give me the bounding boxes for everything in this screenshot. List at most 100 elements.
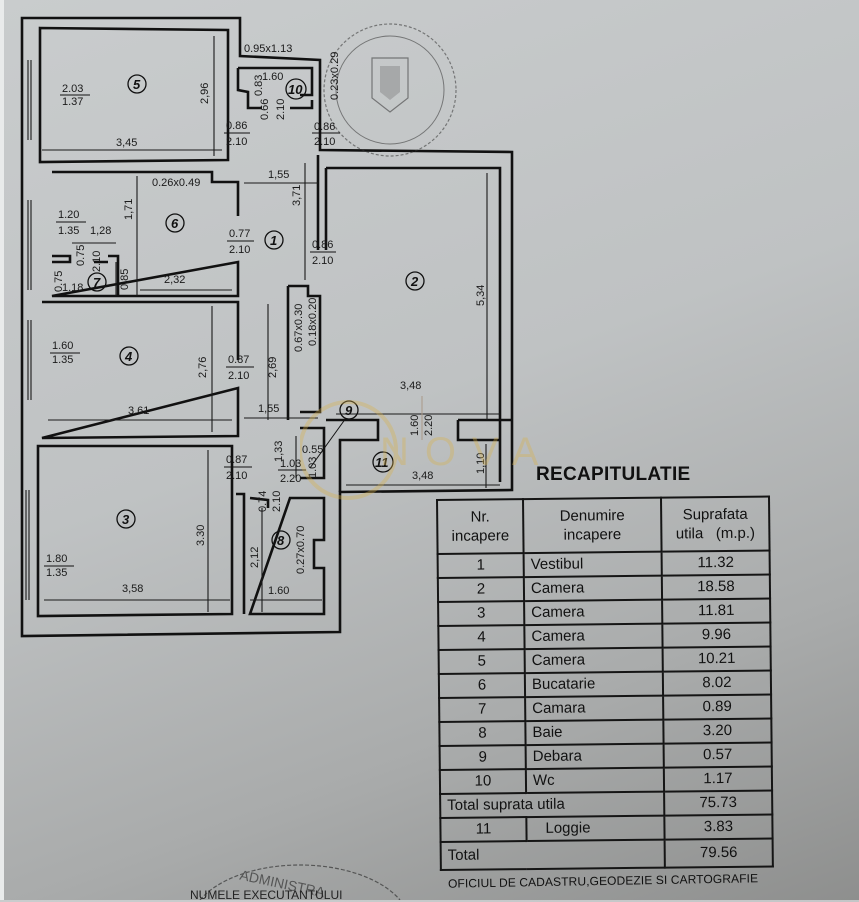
room-label-2: 2 bbox=[405, 271, 425, 291]
svg-text:3,45: 3,45 bbox=[116, 137, 137, 149]
recap-title: RECAPITULATIE bbox=[536, 464, 691, 485]
footer-executant-label: NUMELE EXECUTANTULUI bbox=[190, 888, 343, 902]
svg-text:1: 1 bbox=[270, 233, 277, 248]
room-label-6: 6 bbox=[165, 213, 185, 233]
svg-text:1.60: 1.60 bbox=[52, 340, 73, 352]
svg-text:1.37: 1.37 bbox=[62, 96, 83, 108]
svg-text:0.26x0.49: 0.26x0.49 bbox=[152, 177, 200, 189]
svg-text:1,71: 1,71 bbox=[123, 199, 135, 220]
svg-text:0.86: 0.86 bbox=[312, 239, 333, 251]
svg-text:0.75: 0.75 bbox=[53, 271, 65, 292]
dimension-lines bbox=[42, 36, 500, 612]
room-label-4: 4 bbox=[119, 346, 139, 366]
svg-text:1,55: 1,55 bbox=[268, 169, 289, 181]
svg-text:2.10: 2.10 bbox=[314, 136, 335, 148]
room-label-1: 1 bbox=[264, 230, 284, 250]
svg-text:2.10: 2.10 bbox=[91, 251, 103, 272]
svg-text:2,76: 2,76 bbox=[197, 357, 209, 378]
svg-text:0.55: 0.55 bbox=[302, 444, 323, 456]
svg-text:2.03: 2.03 bbox=[62, 83, 83, 95]
svg-text:4: 4 bbox=[124, 349, 133, 364]
svg-text:7: 7 bbox=[93, 275, 101, 290]
walls bbox=[20, 16, 514, 638]
svg-text:0.86: 0.86 bbox=[314, 121, 335, 133]
svg-text:0.83: 0.83 bbox=[253, 75, 265, 96]
svg-text:2.10: 2.10 bbox=[312, 255, 333, 267]
svg-text:2,96: 2,96 bbox=[199, 83, 211, 104]
svg-text:1,10: 1,10 bbox=[475, 453, 487, 474]
svg-text:3,71: 3,71 bbox=[291, 185, 303, 206]
svg-text:5,34: 5,34 bbox=[475, 285, 487, 306]
room-labels: 1 2 3 4 5 6 7 8 9 10 11 bbox=[87, 74, 425, 550]
svg-text:0.18x0.20: 0.18x0.20 bbox=[307, 298, 319, 346]
svg-text:2.10: 2.10 bbox=[228, 370, 249, 382]
svg-text:3,61: 3,61 bbox=[128, 405, 149, 417]
svg-text:1,55: 1,55 bbox=[258, 403, 279, 415]
svg-text:0.95x1.13: 0.95x1.13 bbox=[244, 43, 292, 55]
svg-text:2.10: 2.10 bbox=[275, 99, 287, 120]
svg-text:0.66: 0.66 bbox=[259, 99, 271, 120]
svg-text:10: 10 bbox=[288, 82, 303, 97]
svg-text:2.10: 2.10 bbox=[226, 470, 247, 482]
svg-text:1,28: 1,28 bbox=[90, 225, 111, 237]
svg-text:0.74: 0.74 bbox=[257, 491, 269, 512]
header-nr: Nr.incapere bbox=[437, 499, 524, 554]
paper-edge bbox=[0, 0, 4, 900]
svg-text:2.20: 2.20 bbox=[423, 415, 435, 436]
svg-text:3: 3 bbox=[122, 512, 130, 527]
room-label-7: 7 bbox=[87, 272, 107, 292]
svg-text:11: 11 bbox=[375, 455, 389, 470]
svg-text:5: 5 bbox=[133, 77, 141, 92]
svg-text:3,58: 3,58 bbox=[122, 583, 143, 595]
stamp-top bbox=[323, 23, 457, 157]
svg-text:2: 2 bbox=[410, 274, 419, 289]
room-label-10: 10 bbox=[285, 78, 307, 100]
svg-text:1.35: 1.35 bbox=[52, 354, 73, 366]
svg-text:3,48: 3,48 bbox=[400, 380, 421, 392]
svg-text:8: 8 bbox=[277, 533, 285, 548]
room-label-3: 3 bbox=[116, 509, 136, 529]
svg-text:1.80: 1.80 bbox=[46, 553, 67, 565]
svg-text:2,69: 2,69 bbox=[267, 357, 279, 378]
svg-text:1.35: 1.35 bbox=[46, 567, 67, 579]
svg-text:1.20: 1.20 bbox=[58, 209, 79, 221]
svg-text:0,85: 0,85 bbox=[119, 269, 131, 290]
svg-text:0.75: 0.75 bbox=[75, 245, 87, 266]
svg-text:0.27x0.70: 0.27x0.70 bbox=[295, 526, 307, 574]
svg-text:3,48: 3,48 bbox=[412, 470, 433, 482]
svg-text:1.60: 1.60 bbox=[262, 71, 283, 83]
svg-text:0.77: 0.77 bbox=[229, 228, 250, 240]
svg-text:0.23x0.29: 0.23x0.29 bbox=[329, 52, 341, 100]
svg-text:1.03: 1.03 bbox=[307, 457, 319, 478]
room-label-5: 5 bbox=[127, 74, 147, 94]
svg-text:1.35: 1.35 bbox=[58, 225, 79, 237]
svg-text:0.67x0.30: 0.67x0.30 bbox=[293, 304, 305, 352]
svg-text:2.10: 2.10 bbox=[271, 491, 283, 512]
svg-text:2,32: 2,32 bbox=[164, 274, 185, 286]
svg-text:2.20: 2.20 bbox=[280, 473, 301, 485]
svg-text:0.87: 0.87 bbox=[226, 454, 247, 466]
svg-text:1.03: 1.03 bbox=[280, 458, 301, 470]
svg-text:9: 9 bbox=[345, 403, 353, 418]
room-label-9: 9 bbox=[339, 400, 359, 420]
svg-text:1.60: 1.60 bbox=[268, 585, 289, 597]
svg-text:6: 6 bbox=[171, 216, 179, 231]
svg-text:0.87: 0.87 bbox=[228, 354, 249, 366]
dimension-texts: 2.03 1.37 3,45 2,96 0.86 2.10 0.95x1.13 … bbox=[44, 43, 487, 597]
svg-text:2.10: 2.10 bbox=[226, 136, 247, 148]
